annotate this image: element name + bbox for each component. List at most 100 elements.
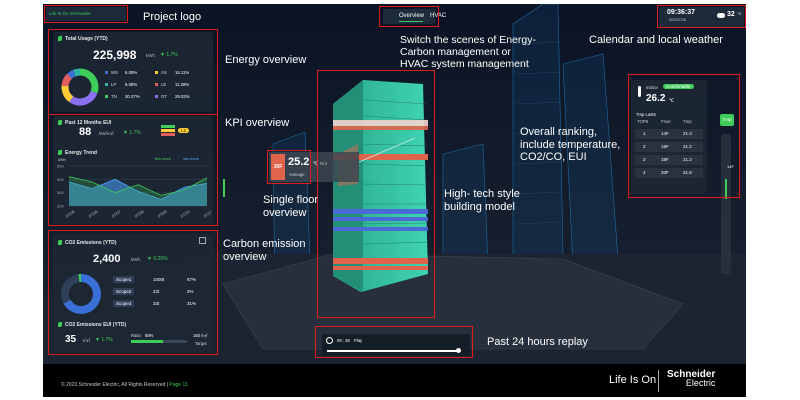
series-area-last-week bbox=[69, 179, 207, 206]
ranking-cell: 4 bbox=[643, 170, 646, 175]
legend-code: LP bbox=[111, 82, 117, 87]
leaf-icon bbox=[58, 240, 62, 245]
legend-code: LE bbox=[161, 82, 167, 87]
tmp-side-tab[interactable]: Tmp bbox=[720, 114, 734, 126]
project-logo-text: Life Is On Schneider bbox=[49, 11, 91, 16]
slide-footer: © 2023 Schneider Electric, All Rights Re… bbox=[43, 364, 746, 397]
ratio-bar-fill bbox=[131, 340, 164, 343]
legend-swatch bbox=[155, 71, 158, 74]
comfort-badge: Comfortable bbox=[663, 84, 694, 89]
indoor-label: Indoor bbox=[646, 85, 658, 90]
label-kpi-overview: KPI overview bbox=[225, 117, 290, 129]
co2-donut-slice bbox=[61, 274, 80, 304]
scope-amount: 33t bbox=[153, 301, 160, 306]
usage-donut-slice bbox=[73, 68, 81, 77]
legend-this-week[interactable]: this week bbox=[155, 157, 171, 161]
co2-eui-value: 35 bbox=[65, 334, 77, 345]
total-usage-unit: kWh bbox=[146, 53, 155, 58]
tab-overview[interactable]: Overview bbox=[399, 13, 425, 19]
legend-swatch bbox=[105, 71, 108, 74]
replay-track[interactable] bbox=[327, 350, 461, 352]
total-usage-value: 225,998 bbox=[93, 48, 137, 62]
play-icon[interactable] bbox=[326, 337, 333, 344]
ranking-cell: 21.2 bbox=[683, 144, 692, 149]
ratio-bar bbox=[131, 340, 187, 343]
label-calendar-weather: Calendar and local weather bbox=[589, 34, 723, 46]
usage-donut-slice bbox=[69, 90, 98, 106]
label-energy-overview: Energy overview bbox=[225, 54, 307, 66]
box-kpi-overview bbox=[48, 114, 218, 226]
co2-donut-chart bbox=[61, 274, 101, 314]
co2-eui-delta: ▼ 1.7% bbox=[95, 337, 113, 343]
legend-pct: 16.11% bbox=[175, 70, 190, 75]
target-unit: t/㎡ bbox=[201, 333, 208, 338]
energy-rating-bars bbox=[161, 125, 175, 136]
brand-name: Schneider bbox=[667, 369, 716, 380]
project-logo bbox=[46, 7, 126, 21]
co2-title: CO2 Emissions (YTD) bbox=[65, 240, 117, 246]
legend-last-week[interactable]: last week bbox=[183, 157, 199, 161]
kpi-title: Past 12 Months EUI bbox=[65, 120, 112, 126]
co2-delta: ▼ 0.29% bbox=[147, 256, 168, 262]
clock-time: 09:36:37 bbox=[667, 9, 696, 16]
legend-swatch bbox=[155, 95, 158, 98]
co2-value: 2,400 bbox=[93, 253, 121, 265]
usage-donut-slice bbox=[67, 69, 76, 79]
box-switch-scenes bbox=[379, 6, 439, 27]
leaf-icon bbox=[58, 120, 62, 125]
ranking-cell: 1 bbox=[643, 131, 646, 136]
ranking-cell: 14F bbox=[661, 131, 669, 136]
x-tick-label: 07/07 bbox=[111, 208, 123, 218]
kpi-delta: ▼ 1.7% bbox=[123, 130, 141, 136]
x-tick-label: 07/06 bbox=[88, 208, 100, 218]
label-overall-ranking: Overall ranking,include temperature,CO2/… bbox=[520, 126, 621, 164]
slide: Life Is On Schneider Overview HVAC 09:36… bbox=[43, 4, 746, 397]
ranking-list-title: Tmp Last5 bbox=[636, 112, 656, 117]
total-usage-delta: ▼ 1.7% bbox=[160, 52, 178, 58]
scope-pct: 31% bbox=[187, 301, 197, 306]
x-tick-label: 07/10 bbox=[180, 208, 192, 218]
co2-unit: kWh bbox=[131, 257, 140, 262]
footer-divider bbox=[658, 370, 659, 392]
ranking-row[interactable]: 1 14F 21.3 bbox=[635, 129, 703, 139]
scene-tabs bbox=[383, 9, 435, 24]
thermometer-icon bbox=[638, 86, 641, 97]
co2-donut-slice bbox=[63, 274, 101, 314]
box-calendar-weather bbox=[657, 5, 746, 28]
box-carbon-emission bbox=[48, 230, 218, 355]
ranking-cell: 21.3 bbox=[683, 157, 692, 162]
label-project-logo: Project logo bbox=[143, 11, 202, 23]
rating-badge: L2 bbox=[178, 128, 190, 133]
legend-pct: 11.28% bbox=[175, 82, 190, 87]
legend-code: TN bbox=[111, 94, 117, 99]
replay-handle[interactable] bbox=[456, 348, 462, 353]
x-tick-label: 07/05 bbox=[65, 208, 77, 218]
floor-temp-suffix: Nor bbox=[320, 161, 328, 166]
scope-row: Scope3 33t 31% bbox=[113, 300, 208, 310]
legend-code: WS bbox=[111, 70, 118, 75]
ranking-cell: 21.3 bbox=[683, 131, 692, 136]
scope-label: Scope3 bbox=[113, 300, 135, 307]
floor-marker: 14F bbox=[727, 164, 734, 169]
scope-pct: 2% bbox=[187, 289, 194, 294]
main-tower[interactable] bbox=[333, 80, 428, 292]
leaf-icon bbox=[58, 36, 62, 41]
series-area-this-week bbox=[69, 176, 207, 206]
label-switch-scenes: Switch the scenes of Energy-Carbon manag… bbox=[400, 34, 536, 71]
scope-label: Scope1 bbox=[113, 276, 135, 283]
legend-pct: 6.08% bbox=[125, 70, 138, 75]
x-tick-label: 07/09 bbox=[157, 208, 169, 218]
expand-icon[interactable] bbox=[199, 237, 206, 244]
x-tick-label: 07/08 bbox=[134, 208, 146, 218]
kpi-value: 88 bbox=[79, 126, 92, 138]
ratio-label: Ratio bbox=[131, 333, 141, 338]
